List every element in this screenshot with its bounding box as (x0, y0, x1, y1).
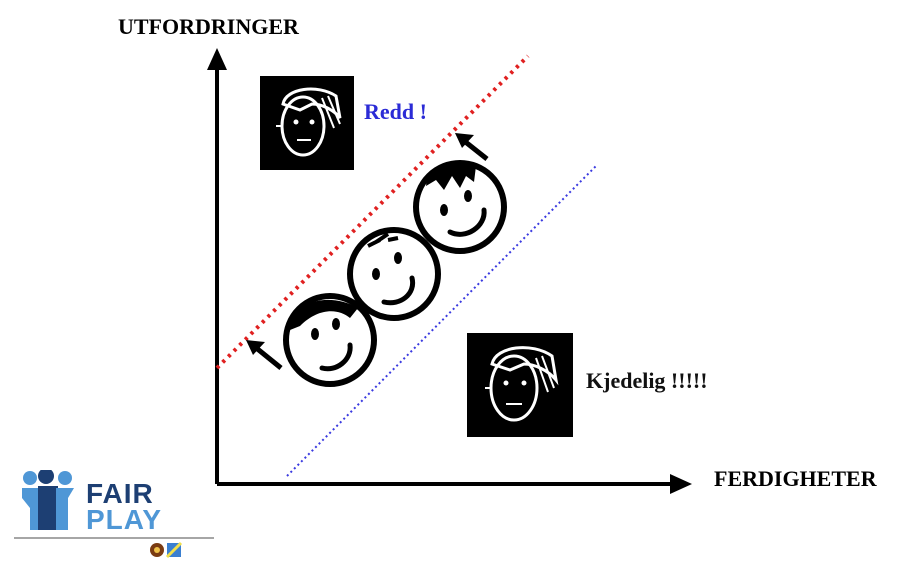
y-axis-label: UTFORDRINGER (118, 14, 299, 39)
scared-face-icon (260, 76, 354, 170)
partner-badges-icon (150, 541, 183, 559)
x-axis-arrowhead (670, 474, 692, 494)
bored-face-icon (467, 333, 573, 437)
logo-word-fair: FAIR (86, 478, 154, 509)
happy-face-3 (413, 160, 507, 254)
anxiety-boundary-line (215, 54, 530, 370)
arrow-icon (246, 340, 283, 370)
happy-face-1 (283, 293, 377, 387)
logo-word-play: PLAY (86, 504, 163, 535)
people-logo-icon (22, 470, 74, 530)
y-axis-arrowhead (207, 48, 227, 70)
boredom-zone-label: Kjedelig !!!!! (586, 368, 708, 393)
happy-face-2 (347, 227, 441, 321)
fair-play-logo (14, 470, 214, 559)
x-axis-label: FERDIGHETER (714, 466, 877, 491)
arrow-icon (455, 133, 489, 161)
anxiety-zone-label: Redd ! (364, 99, 427, 124)
